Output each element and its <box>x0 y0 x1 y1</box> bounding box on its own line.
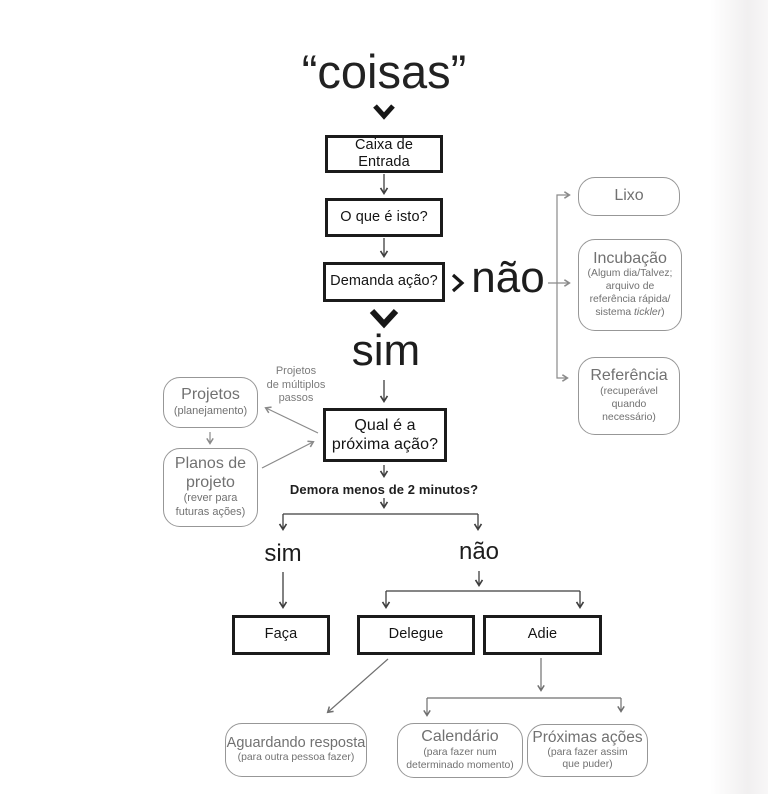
node-inbox: Caixa de Entrada <box>325 135 443 173</box>
node-demands-action: Demanda ação? <box>323 262 445 302</box>
node-projects-label: Projetos <box>181 386 240 404</box>
node-defer: Adie <box>483 615 602 655</box>
node-next-actions-label: Próximas ações <box>532 728 643 746</box>
node-defer-label: Adie <box>527 626 558 643</box>
label-no-small: não <box>458 538 500 565</box>
node-projects: Projetos (planejamento) <box>163 377 258 428</box>
label-yes-small: sim <box>264 540 302 567</box>
node-reference-label: Referência <box>590 367 668 385</box>
node-reference-sub-line: quando <box>611 398 647 410</box>
node-next-actions-sub-line: (para fazer assim <box>547 746 628 758</box>
node-reference: Referência (recuperável quando necessári… <box>578 357 680 435</box>
node-incubation-sub-line: (Algum dia/Talvez; <box>587 268 673 280</box>
flowchart-title-text: “coisas” <box>301 45 467 98</box>
note-multistep: Projetos de múltiplos passos <box>266 365 326 405</box>
node-reference-sub-line: necessário) <box>602 411 656 423</box>
node-waiting-for: Aguardando resposta (para outra pessoa f… <box>225 723 367 777</box>
node-trash: Lixo <box>578 177 680 216</box>
label-no-big: não <box>454 253 562 308</box>
node-next-actions-sub-line: que puder) <box>562 759 613 771</box>
bottom-arrows <box>326 658 625 717</box>
node-waiting-for-sub: (para outra pessoa fazer) <box>237 751 355 763</box>
flowchart-title: “coisas” <box>232 46 536 108</box>
label-yes-big: sim <box>334 326 438 381</box>
node-waiting-for-label: Aguardando resposta <box>226 735 366 752</box>
node-incubation: Incubação (Algum dia/Talvez; arquivo de … <box>578 239 682 331</box>
node-demands-action-label: Demanda ação? <box>330 273 438 290</box>
node-calendar-sub-line: (para fazer num <box>423 746 497 758</box>
label-two-minutes: Demora menos de 2 minutos? <box>289 482 479 497</box>
node-incubation-sub-line: arquivo de <box>605 281 655 293</box>
node-next-action-line: próxima ação? <box>331 436 439 453</box>
node-what-is-it: O que é isto? <box>325 198 443 237</box>
node-trash-label: Lixo <box>614 187 644 205</box>
node-calendar: Calendário (para fazer num determinado m… <box>397 723 523 778</box>
label-yes-big-text: sim <box>351 326 421 375</box>
node-project-plans-label: Planos de <box>174 455 247 473</box>
node-incubation-sub-line: referência rápida/ <box>589 294 671 306</box>
node-incubation-label: Incubação <box>593 250 667 268</box>
page-edge-shade <box>710 0 768 794</box>
node-incubation-sub-line: sistema tickler) <box>595 307 665 319</box>
node-next-actions: Próximas ações (para fazer assim que pud… <box>527 724 648 777</box>
node-calendar-sub-line: determinado momento) <box>406 759 514 771</box>
node-reference-sub-line: (recuperável <box>600 385 658 397</box>
node-what-is-it-label: O que é isto? <box>340 208 428 225</box>
node-delegate-label: Delegue <box>388 626 444 643</box>
node-inbox-label: Caixa de Entrada <box>354 136 414 170</box>
node-next-action-line: Qual é a <box>354 416 416 434</box>
label-no-big-text: não <box>471 253 545 302</box>
node-do: Faça <box>232 615 330 655</box>
node-calendar-label: Calendário <box>421 728 499 746</box>
node-delegate: Delegue <box>357 615 475 655</box>
node-project-plans-sub-line: (rever para <box>183 492 238 505</box>
node-do-label: Faça <box>264 626 298 643</box>
node-projects-sub: (planejamento) <box>173 404 248 417</box>
chevron-down-icon <box>369 308 399 329</box>
node-next-action: Qual é a próxima ação? <box>323 408 447 462</box>
node-project-plans-label: projeto <box>186 473 235 491</box>
node-project-plans: Planos de projeto (rever para futuras aç… <box>163 448 258 527</box>
node-project-plans-sub-line: futuras ações) <box>175 505 246 518</box>
